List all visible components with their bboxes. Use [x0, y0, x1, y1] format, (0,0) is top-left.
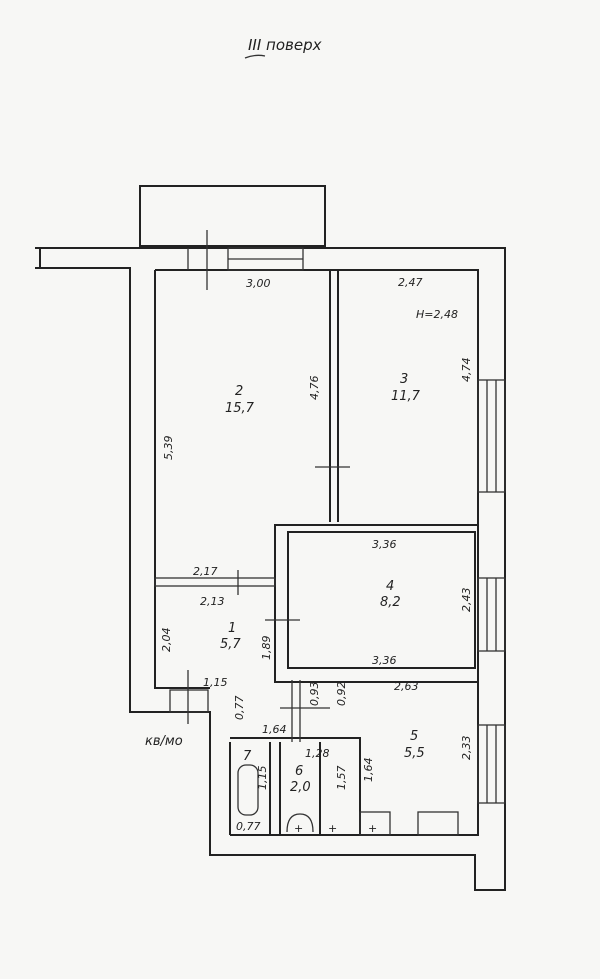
room-5-number: 5 [410, 729, 418, 744]
dim-room2-top: 3,00 [246, 277, 271, 290]
dim-closet-a: 0,93 [308, 682, 321, 707]
dim-closet-b: 0,92 [335, 682, 348, 707]
room-4-number: 4 [386, 579, 394, 594]
room-1-area: 5,7 [220, 637, 241, 652]
ceiling-height: H=2,48 [416, 308, 458, 321]
dim-wc-side: 1,57 [335, 766, 348, 791]
dim-hall-left: 2,04 [160, 628, 173, 653]
sink-cabinet [359, 811, 391, 836]
dimension-labels: 3,00 5,39 4,76 2,47 H=2,48 4,74 3,36 3,3… [160, 276, 473, 833]
room-6-area: 2,0 [290, 780, 311, 795]
dim-corridor-b: 1,64 [262, 723, 287, 736]
room-5-area: 5,5 [404, 746, 425, 761]
room-4-area: 8,2 [380, 595, 401, 610]
dim-bath-side: 1,15 [256, 766, 269, 791]
room-3-area: 11,7 [391, 389, 421, 404]
dim-kitchen-top: 2,63 [394, 680, 419, 693]
stove-icon [417, 811, 459, 836]
entrance-label: кв/мо [145, 734, 183, 749]
room-2-area: 15,7 [225, 401, 255, 416]
dim-room3-right: 4,74 [460, 358, 473, 383]
dim-corridor-a: 0,77 [233, 696, 246, 721]
floor-title: III поверх [248, 36, 322, 54]
balcony [139, 185, 326, 247]
dim-room4-bottom: 3,36 [372, 654, 397, 667]
room-2-number: 2 [235, 384, 243, 399]
dim-entry-width: 1,15 [203, 676, 228, 689]
title-underline [244, 54, 266, 59]
room-1-number: 1 [228, 621, 236, 636]
dim-hall-right: 1,89 [260, 636, 273, 661]
right-windows [477, 379, 506, 804]
dim-kitchen-left: 1,64 [362, 758, 375, 783]
dim-hall-top: 2,17 [193, 565, 218, 578]
sink-icon: + [328, 822, 337, 835]
dim-bath-bottom: 0,77 [236, 820, 261, 833]
top-window [187, 230, 304, 290]
room-3-number: 3 [400, 372, 408, 387]
dim-room4-right: 2,43 [460, 588, 473, 613]
dim-room2-left: 5,39 [162, 436, 175, 461]
dim-kitchen-right: 2,33 [460, 736, 473, 761]
dim-hall-bottom: 2,13 [200, 595, 225, 608]
toilet-plus-icon: + [294, 822, 303, 835]
dim-room4-top: 3,36 [372, 538, 397, 551]
toilet-icon [286, 813, 314, 833]
dim-wc-top: 1,28 [305, 747, 330, 760]
room-6-number: 6 [295, 764, 303, 779]
svg-text:+: + [368, 822, 377, 835]
fixtures: + + + [237, 764, 459, 836]
dim-room2-right: 4,76 [308, 376, 321, 401]
dim-room3-top: 2,47 [398, 276, 423, 289]
interior-partitions [154, 270, 479, 835]
room-7-number: 7 [243, 749, 252, 764]
room-labels: 2 15,7 3 11,7 4 8,2 1 5,7 5 5,5 6 2,0 7 [220, 372, 425, 795]
bathtub-icon [237, 764, 259, 816]
